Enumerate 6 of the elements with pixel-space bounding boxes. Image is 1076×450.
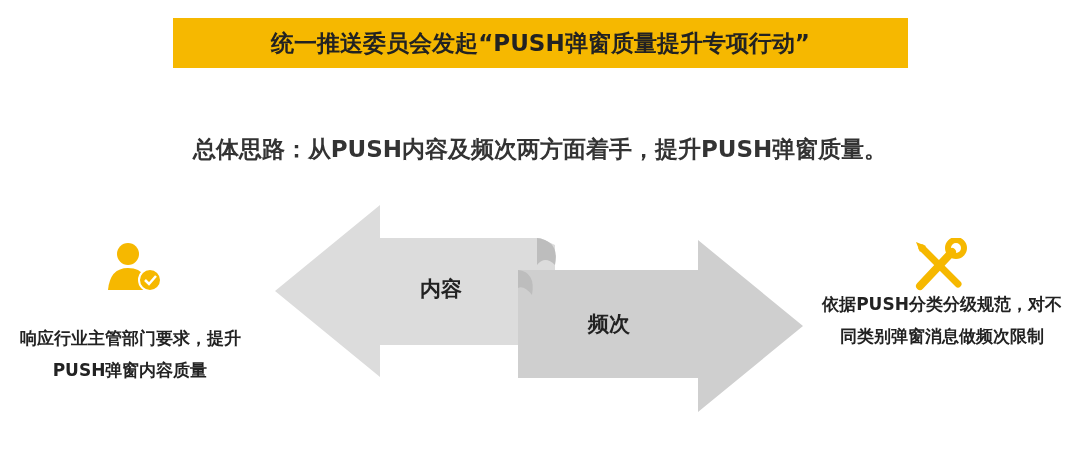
title-banner: 统一推送委员会发起“PUSH弹窗质量提升专项行动”: [173, 18, 908, 68]
description-text: 响应行业主管部门要求，提升PUSH弹窗内容质量: [10, 322, 250, 392]
arrow-label: 频次: [588, 311, 630, 338]
subtitle-text: 总体思路：从PUSH内容及频次两方面着手，提升PUSH弹窗质量。: [191, 135, 889, 164]
description-text: 依据PUSH分类分级规范，对不同类别弹窗消息做频次限制: [822, 288, 1062, 358]
arrow-label: 内容: [420, 276, 462, 303]
